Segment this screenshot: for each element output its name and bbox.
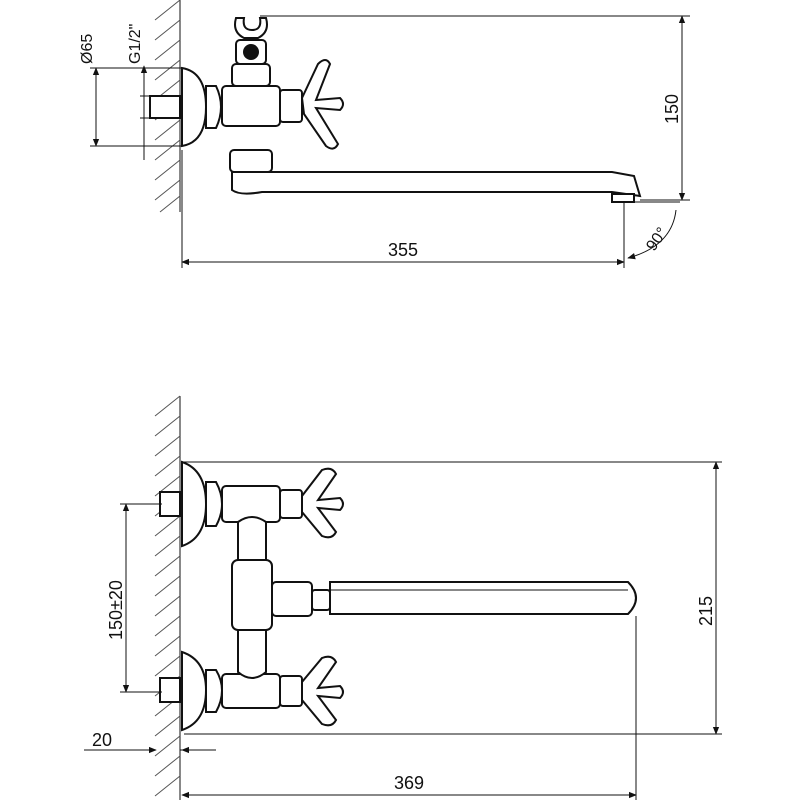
front-upper-valve <box>159 460 344 548</box>
dim-diameter-label: Ø65 <box>79 34 96 64</box>
dim-height-top-label: 150 <box>662 94 682 124</box>
dim-length-top: 355 <box>181 150 625 268</box>
front-lower-valve <box>159 650 344 732</box>
top-cross-handle <box>300 59 344 150</box>
top-valve-body <box>221 85 281 127</box>
top-spout <box>231 171 642 198</box>
dim-height-top: 150 <box>260 15 690 201</box>
top-swivel <box>229 149 273 173</box>
top-view: Ø65 G1/2" 150 355 90° <box>79 0 690 268</box>
dim-offset-label: 20 <box>92 730 112 750</box>
dim-offset: 20 <box>84 730 216 754</box>
top-wall-flange <box>181 66 208 148</box>
dim-thread-label: G1/2" <box>127 24 144 64</box>
dim-length-front: 369 <box>181 616 637 800</box>
dim-angle: 90° <box>624 201 680 260</box>
front-spout <box>329 581 637 615</box>
dim-height-front: 215 <box>184 461 722 735</box>
dim-spacing-label: 150±20 <box>106 580 126 640</box>
top-diverter <box>231 17 271 87</box>
dim-height-front-label: 215 <box>696 596 716 626</box>
front-view: 150±20 215 20 369 <box>84 395 722 800</box>
top-inlet-stub <box>149 95 181 119</box>
front-center-body <box>231 516 637 679</box>
front-wall <box>154 395 181 800</box>
dim-diameter: Ø65 <box>79 34 182 147</box>
dim-thread: G1/2" <box>127 24 150 160</box>
dim-length-top-label: 355 <box>388 240 418 260</box>
dim-length-front-label: 369 <box>394 773 424 793</box>
dim-angle-label: 90° <box>643 225 671 255</box>
dim-spacing: 150±20 <box>106 503 162 693</box>
